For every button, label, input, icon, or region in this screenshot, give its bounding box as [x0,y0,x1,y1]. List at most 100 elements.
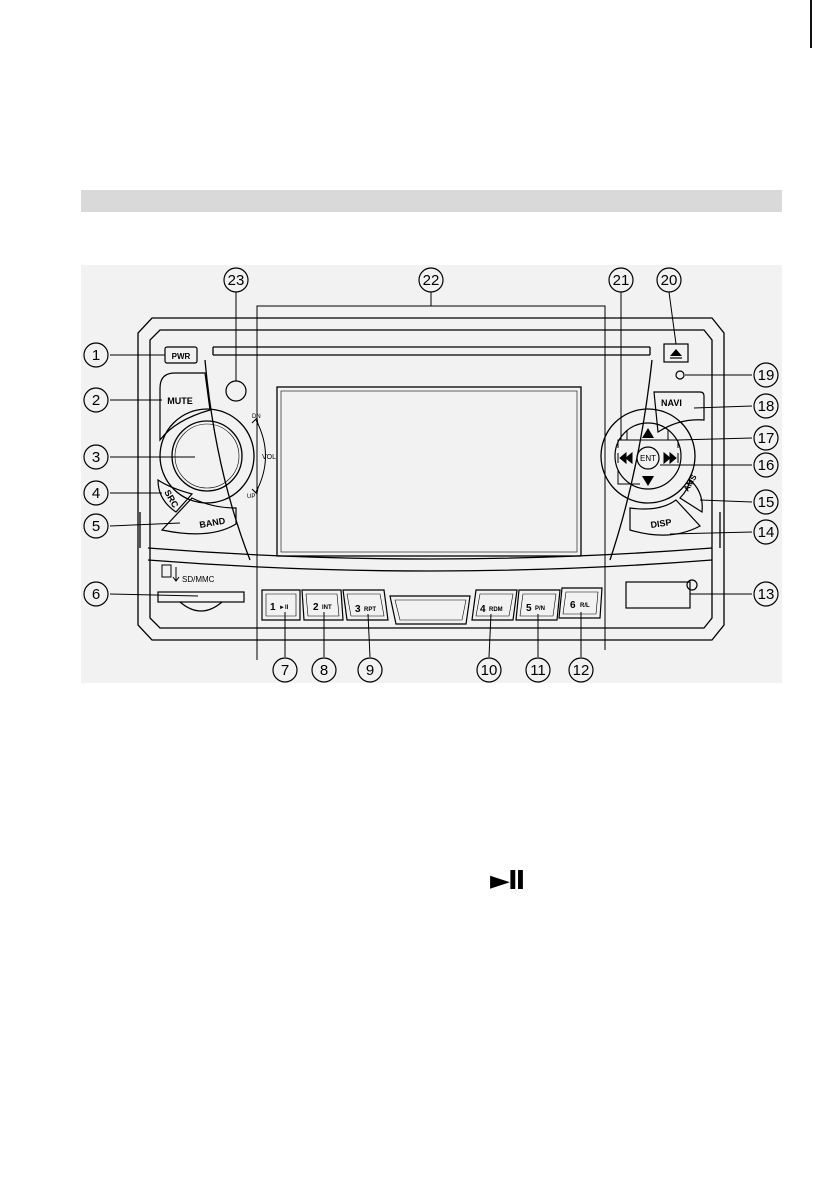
callout-8: 8 [311,657,337,683]
svg-text:1: 1 [92,347,100,364]
preset-5-sub: P/N [535,606,545,612]
preset-1-button[interactable]: 1 ►II [261,589,301,621]
svg-text:21: 21 [613,272,630,289]
previous-track-icon [617,451,633,465]
svg-text:18: 18 [758,398,775,415]
eject-button[interactable] [663,343,689,363]
callout-1: 1 [83,342,109,368]
ent-label: ENT [640,454,656,463]
callout-22: 22 [418,267,444,293]
center-slot [389,595,471,625]
next-track-icon [663,451,679,465]
callout-2: 2 [83,387,109,413]
preset-buttons: 1 ►II 2 INT 3 RPT 4 RDM 5 [261,587,603,625]
callout-6: 6 [83,581,109,607]
volume-up-label: UP [247,494,255,500]
svg-text:9: 9 [366,662,374,679]
svg-text:2: 2 [92,392,100,409]
preset-2-button[interactable]: 2 INT [301,589,344,621]
svg-text:19: 19 [758,367,775,384]
svg-text:7: 7 [281,662,289,679]
eject-icon [670,349,682,356]
preset-2-sub: INT [322,605,332,611]
ams-label: AMS [682,473,699,493]
svg-text:22: 22 [423,272,440,289]
volume-arc: DN VOL UP [247,414,276,500]
volume-knob[interactable] [159,408,255,504]
callout-20: 20 [656,267,682,293]
preset-6-button[interactable]: 6 R/L [558,587,603,619]
sd-mmc-label: SD/MMC [182,575,215,584]
callout-11: 11 [525,657,551,683]
preset-6-number: 6 [570,600,576,611]
disp-label: DISP [650,517,672,530]
callout-7: 7 [272,657,298,683]
svg-text:4: 4 [92,485,100,502]
svg-text:15: 15 [758,494,775,511]
callout-12: 12 [568,657,594,683]
volume-down-label: DN [252,414,261,420]
mute-button[interactable]: MUTE [159,372,211,442]
up-arrow-icon [642,428,654,438]
callout-9: 9 [357,657,383,683]
svg-text:17: 17 [758,430,775,447]
callout-19: 19 [753,362,779,388]
sd-card-slot: SD/MMC [157,564,245,612]
callout-14: 14 [753,519,779,545]
figure-background [81,265,782,683]
svg-text:5: 5 [92,518,100,535]
callout-3: 3 [83,444,109,470]
callout-13: 13 [753,581,779,607]
preset-3-sub: RPT [364,607,376,613]
svg-text:20: 20 [661,272,678,289]
preset-6-sub: R/L [580,603,590,609]
ir-sensor [225,380,247,402]
preset-1-sub: ►II [279,605,289,611]
callout-5: 5 [83,513,109,539]
svg-text:11: 11 [530,662,546,679]
svg-text:14: 14 [758,524,775,541]
svg-text:16: 16 [758,457,775,474]
band-button[interactable]: BAND [160,497,237,535]
svg-text:12: 12 [573,662,590,679]
aux-usb-port[interactable] [625,579,698,609]
src-label: SRC [162,488,180,510]
down-arrow-icon [642,476,654,486]
section-header-bar [81,190,782,212]
preset-3-button[interactable]: 3 RPT [342,589,389,621]
preset-5-button[interactable]: 5 P/N [515,589,561,621]
callouts: 1 2 3 4 5 6 7 8 9 10 11 12 13 14 15 16 1… [83,267,779,683]
preset-4-sub: RDM [489,607,503,613]
pwr-label: PWR [172,352,191,361]
preset-5-number: 5 [526,603,532,614]
screen-bracket-line [256,292,606,660]
callout-18: 18 [753,393,779,419]
callout-17: 17 [753,425,779,451]
band-label: BAND [199,516,227,530]
disp-button[interactable]: DISP [629,499,701,536]
preset-4-button[interactable]: 4 RDM [471,589,518,621]
pwr-button[interactable]: PWR [164,346,198,364]
callout-10: 10 [476,657,502,683]
preset-2-number: 2 [313,602,319,613]
callout-21: 21 [608,267,634,293]
navigation-dial[interactable]: ENT [600,408,696,504]
callout-16: 16 [753,452,779,478]
preset-4-number: 4 [480,604,486,615]
svg-text:3: 3 [92,449,100,466]
page-margin-rule [810,0,812,48]
mute-label: MUTE [167,396,193,406]
navi-label: NAVI [661,398,682,408]
lcd-screen [276,386,582,557]
ams-button[interactable]: AMS [679,473,703,514]
svg-text:10: 10 [481,662,498,679]
play-pause-icon: ►II [490,866,525,896]
callout-4: 4 [83,480,109,506]
callout-23: 23 [223,267,249,293]
volume-label: VOL [262,454,276,461]
preset-1-number: 1 [270,602,276,613]
reset-hole[interactable] [675,370,685,380]
panel-housing [137,317,725,641]
svg-text:23: 23 [228,272,245,289]
